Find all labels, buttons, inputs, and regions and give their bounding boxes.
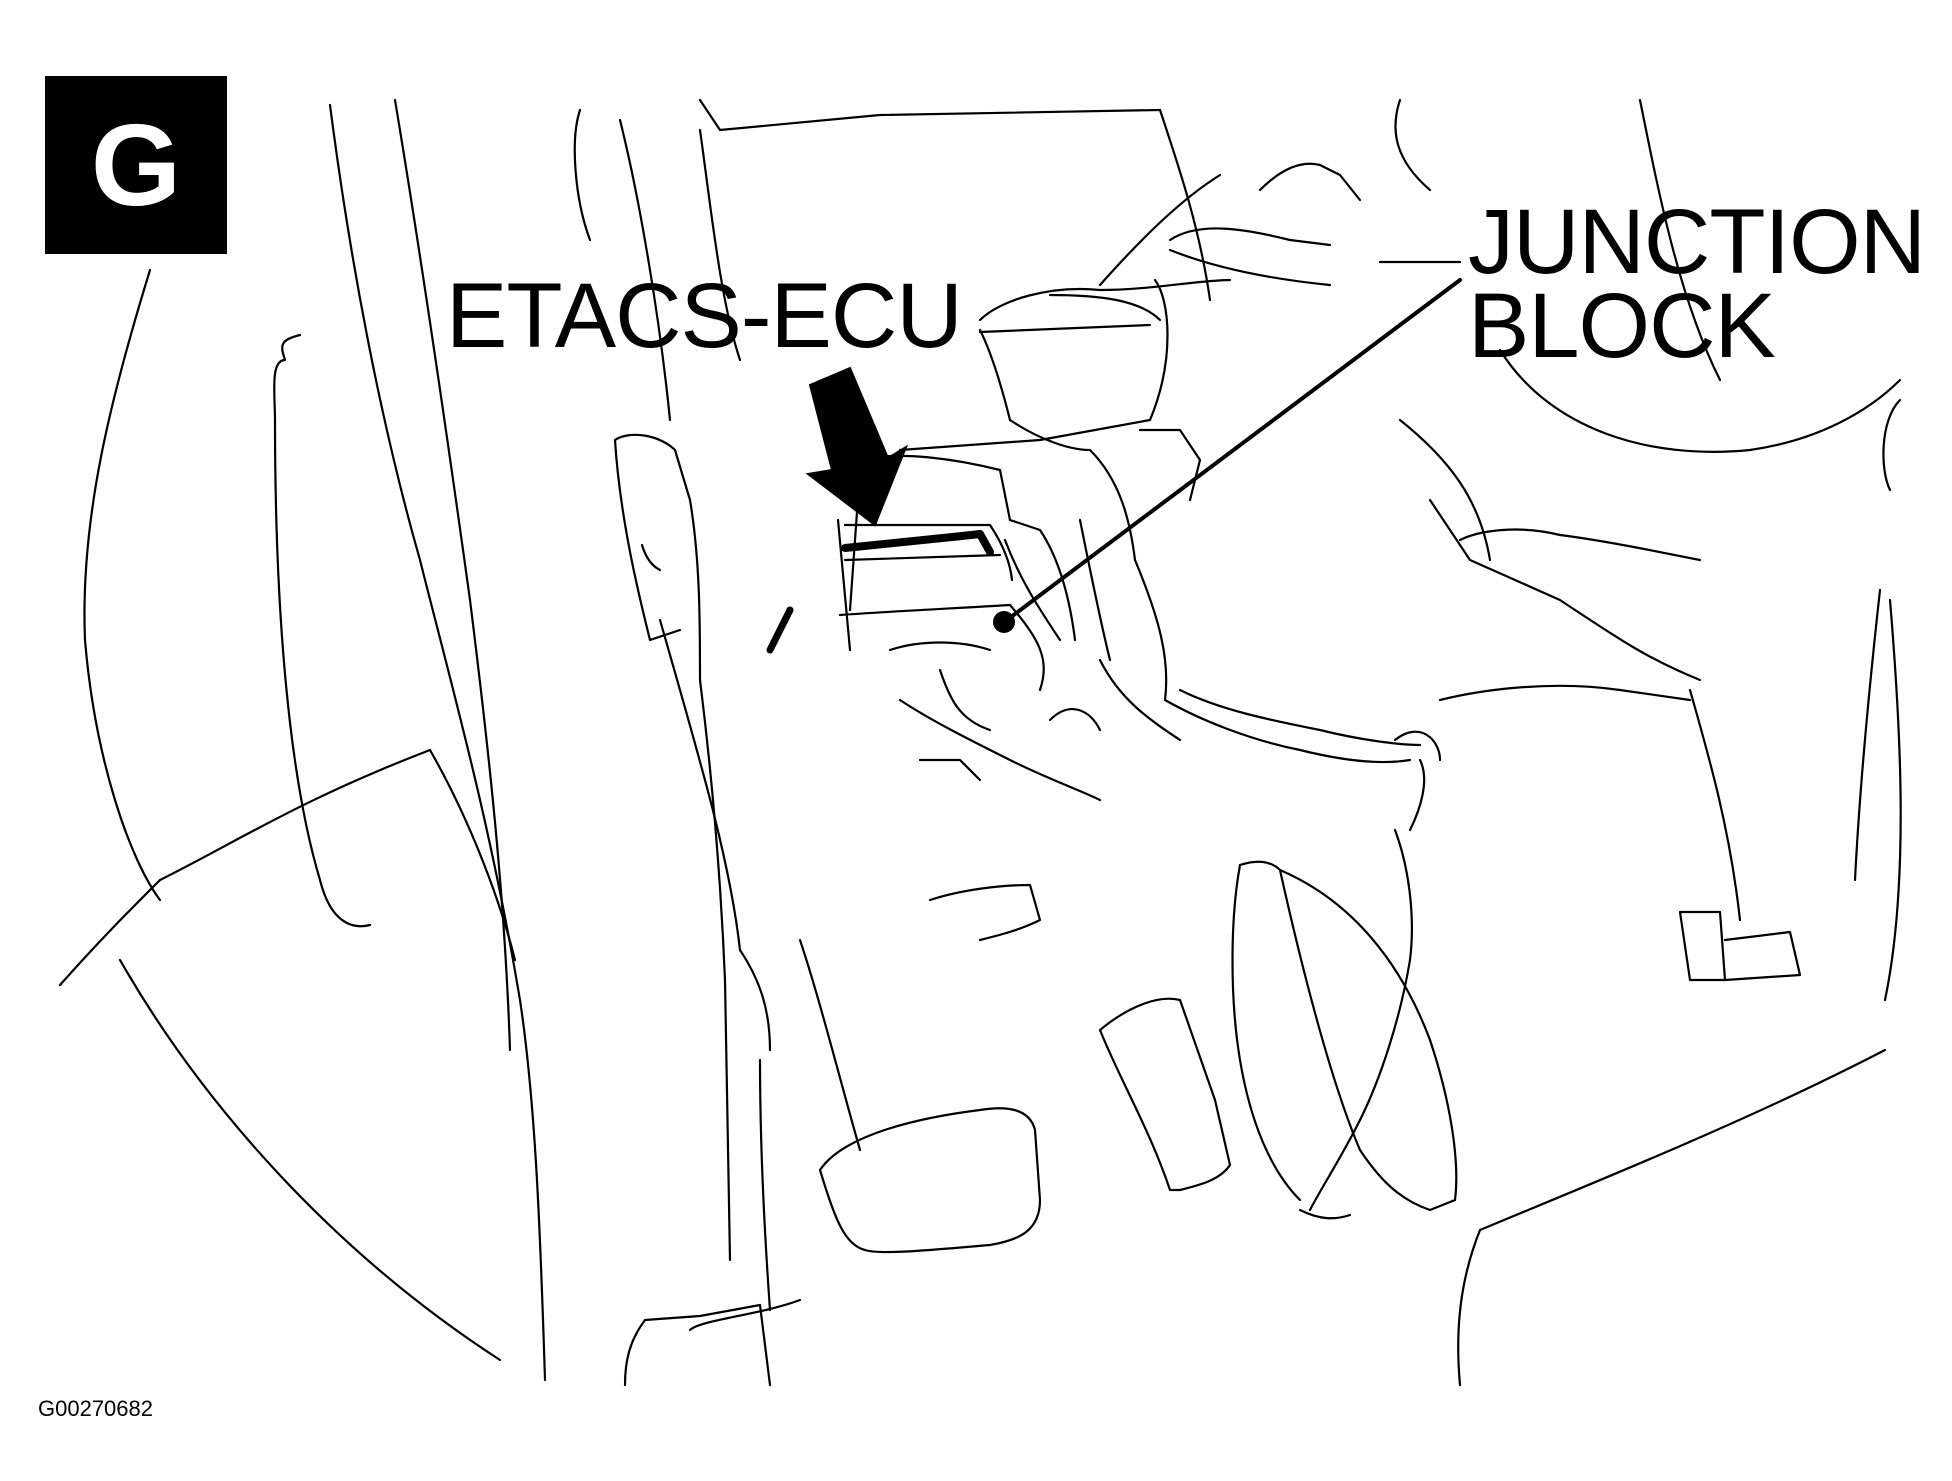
right-panel-outline bbox=[1394, 98, 1902, 1387]
junction-block-locator-dot bbox=[993, 611, 1015, 633]
steering-column-outline bbox=[898, 108, 1362, 452]
etacs-ecu-highlight-edge bbox=[766, 606, 794, 654]
figure-id: G00270682 bbox=[38, 1396, 153, 1421]
junction-block-label-line2: BLOCK bbox=[1468, 275, 1776, 377]
view-letter: G bbox=[90, 100, 182, 230]
junction-block-label: JUNCTION BLOCK bbox=[1468, 191, 1926, 377]
etacs-ecu-highlight bbox=[841, 530, 994, 556]
etacs-ecu-box bbox=[836, 518, 1102, 802]
harness-outline bbox=[848, 328, 1442, 1220]
door-panel-outline bbox=[58, 98, 547, 1382]
etacs-ecu-label: ETACS-ECU bbox=[446, 265, 963, 367]
pedal-outlines bbox=[798, 860, 1458, 1254]
dash-column-outline bbox=[573, 98, 1162, 1387]
callout-leader-lines bbox=[978, 260, 1462, 622]
view-letter-badge: G bbox=[45, 76, 227, 254]
etacs-ecu-arrow bbox=[805, 366, 909, 527]
junction-block-label-line1: JUNCTION bbox=[1468, 191, 1926, 293]
